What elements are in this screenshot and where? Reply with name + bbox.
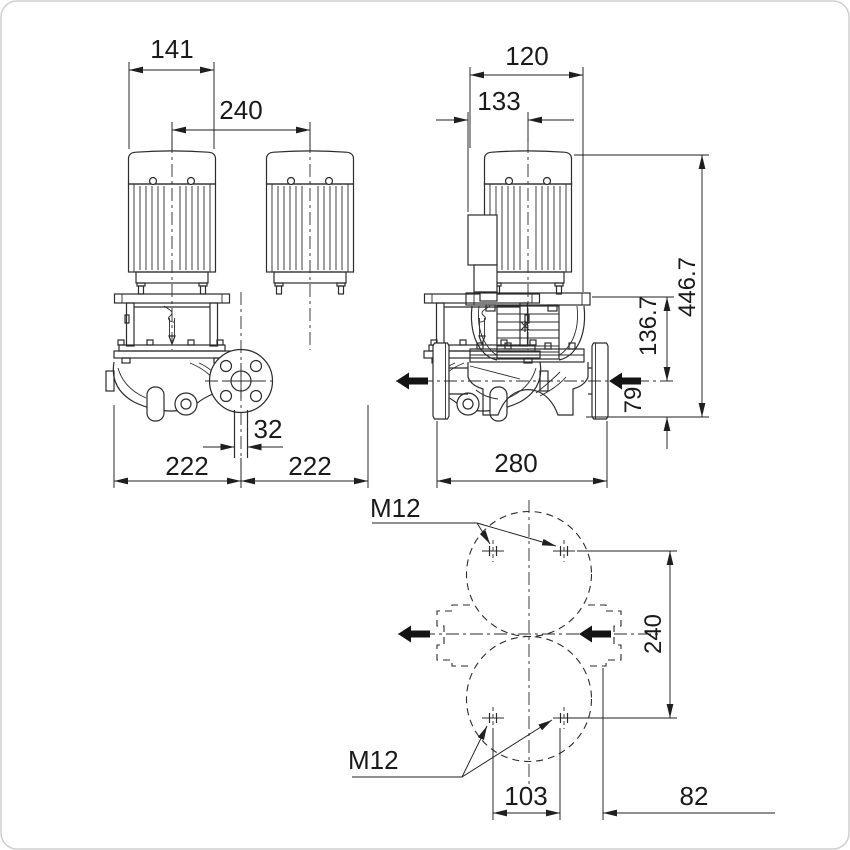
- front-view: 141 240 32 222 222: [105, 34, 549, 488]
- dim-label-port-to-port: 280: [494, 448, 537, 478]
- side-pump-housing: [396, 342, 676, 420]
- dim-label-base-to-port-center: 79: [620, 387, 647, 414]
- dim-label-right-half: 222: [288, 451, 331, 481]
- dim-label-terminal-box-to-center: 133: [477, 86, 520, 116]
- side-dimensions: 120 133 446.7 136.7 79 280: [436, 41, 709, 488]
- motor-stool: [465, 292, 591, 361]
- side-view: 120 133 446.7 136.7 79 280: [396, 41, 709, 488]
- flow-arrow-icon: [396, 372, 428, 390]
- flow-arrow-icon: [579, 625, 611, 643]
- foundation-bolt-hole: [552, 539, 576, 563]
- dim-label-port-center-to-motor-flange: 136.7: [635, 296, 662, 356]
- plan-flange-left: [436, 604, 470, 667]
- front-center-flange: [205, 292, 277, 470]
- thread-label-bottom: M12: [348, 745, 399, 775]
- foundation-bolt-hole: [481, 706, 505, 730]
- plan-view: M12 M12 240 103 82: [348, 493, 775, 820]
- foundation-bolt-hole: [481, 539, 505, 563]
- flow-arrow-icon: [398, 625, 430, 643]
- terminal-box: [467, 214, 498, 302]
- plan-dimensions: M12 M12 240 103 82: [348, 493, 775, 820]
- dim-label-head-spacing: 240: [219, 95, 262, 125]
- dim-label-bolt-spacing-horizontal: 103: [504, 781, 547, 811]
- dim-label-port-bore: 32: [254, 414, 283, 444]
- thread-label-top: M12: [370, 493, 421, 523]
- dim-label-left-half: 222: [165, 451, 208, 481]
- dim-label-motor-width: 141: [150, 34, 193, 64]
- dim-label-total-height: 446.7: [674, 257, 701, 317]
- suction-flange: [432, 342, 450, 420]
- dim-label-bolt-to-flange-offset: 82: [680, 781, 709, 811]
- footprint-bottom-lobe: [465, 635, 593, 763]
- dim-label-motor-depth: 120: [505, 41, 548, 71]
- front-dimensions: 141 240 32 222 222: [113, 34, 369, 488]
- dim-label-bolt-spacing-vertical: 240: [640, 614, 667, 654]
